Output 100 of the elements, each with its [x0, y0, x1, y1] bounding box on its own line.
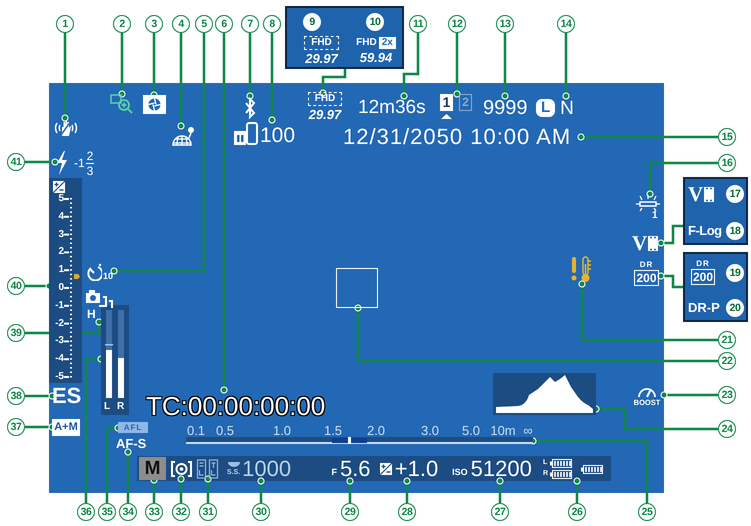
callout-number: 4: [172, 15, 190, 33]
distance-label: 10m: [490, 424, 516, 437]
distance-scale-bar: [186, 437, 533, 444]
log-mode-text: F-Log: [688, 220, 726, 242]
callout-number: 25: [638, 503, 656, 521]
callout-number: 31: [199, 503, 217, 521]
leader-line: [62, 33, 68, 122]
distance-label: 1.5: [324, 424, 342, 437]
callout-number: 12: [448, 15, 466, 33]
af-lock-indicator: AFL: [118, 422, 148, 433]
distance-label: 5.0: [462, 424, 480, 437]
leader-line: [268, 33, 276, 124]
distance-label: 0.5: [216, 424, 234, 437]
leader-line: [578, 134, 718, 140]
callout-number: 18: [726, 222, 744, 240]
leader-line: [496, 478, 504, 503]
histogram-drawing: [493, 373, 596, 415]
callout-number: 2: [113, 15, 131, 33]
callout-number: 34: [119, 503, 137, 521]
distance-label: 0.1: [186, 424, 206, 437]
metering-icon: [170, 459, 193, 479]
channel-text: L: [104, 402, 110, 412]
film-simulation-letter: V: [632, 232, 648, 254]
leader-line: [502, 33, 508, 100]
card-slot-number: 2: [459, 94, 472, 111]
callout-number: 13: [496, 15, 514, 33]
callout-number: 16: [718, 154, 736, 172]
callout-number: 38: [7, 387, 25, 405]
leader-line: [530, 438, 648, 503]
leader-line: [118, 33, 126, 98]
card-slot-number: 1: [440, 94, 453, 111]
leader-line: [220, 33, 228, 394]
callout-number: 8: [263, 15, 281, 33]
distance-label: ∞: [523, 424, 533, 437]
callout-number: 26: [568, 503, 586, 521]
leader-line: [204, 476, 212, 503]
distance-label: 2.0: [366, 424, 386, 437]
callout-number: 17: [726, 185, 744, 203]
scale-number: 5: [58, 194, 64, 204]
leader-line: [346, 478, 354, 503]
audio-level-panel: [101, 305, 129, 415]
aperture-value: 5.6: [340, 458, 371, 480]
leader-line: [124, 448, 132, 503]
leader-line: [562, 33, 570, 100]
shots-remaining-text: 9999: [483, 96, 533, 120]
magnifier-icon: [110, 94, 134, 114]
leader-line: [178, 33, 184, 130]
lock-mode-icon: [196, 459, 220, 479]
leader-line: [660, 392, 718, 398]
leader-line: [578, 280, 718, 342]
callout-number: 24: [718, 420, 736, 438]
leader-line: [354, 304, 718, 362]
callout-number: 28: [398, 503, 416, 521]
scale-number: 4: [58, 212, 64, 222]
focus-frame: [336, 268, 378, 308]
scale-number: 1: [58, 265, 64, 276]
leader-line: [404, 478, 410, 503]
shooting-mode-indicator: M: [139, 457, 166, 480]
exposure-scale-panel: [49, 178, 82, 383]
exposure-value: +1.0: [394, 458, 438, 480]
callout-number: 19: [726, 264, 744, 282]
callout-number: 41: [7, 153, 25, 171]
dynamic-range-value: 200: [634, 270, 659, 286]
globe-icon: [171, 126, 195, 146]
leader-line: [258, 478, 264, 503]
inset-panel: [683, 177, 748, 245]
leader-line: [658, 272, 683, 288]
iso-value: 51200: [470, 458, 532, 480]
flash-compensation-text: -1: [74, 157, 85, 169]
bluetooth-icon: [243, 96, 257, 120]
image-size-badge: L: [536, 99, 556, 117]
callout-number: 40: [7, 277, 25, 295]
callout-number: 6: [215, 15, 233, 33]
leader-line: [400, 33, 420, 100]
callout-number: 30: [252, 503, 270, 521]
image-quality-text: N: [560, 98, 574, 118]
leader-line: [658, 224, 683, 246]
film-simulation-letter: V: [688, 184, 704, 204]
scale-number: -1: [55, 300, 64, 311]
leader-line: [246, 33, 254, 100]
shutter-type-text: ES: [52, 384, 84, 408]
callout-number: 1: [56, 15, 74, 33]
fraction-numerator: 2: [86, 150, 94, 164]
callout-number: 10: [366, 13, 384, 31]
callout-number: 35: [98, 503, 116, 521]
leader-line: [25, 392, 56, 400]
frame-rate-text: 29.97: [305, 52, 338, 64]
format-badge: FHD: [304, 36, 339, 50]
scale-number: 2: [58, 247, 64, 258]
screen-display: [49, 83, 664, 493]
date-time-text: 12/31/2050 10:00 AM: [343, 125, 581, 149]
dynamic-range-value: 200: [690, 268, 716, 284]
leader-line: [110, 33, 206, 274]
callout-number: 3: [145, 15, 163, 33]
scale-number: 0: [58, 283, 64, 293]
callout-number: 37: [7, 418, 25, 436]
frame-rate-text: 29.97: [308, 108, 342, 120]
distance-label: 3.0: [420, 424, 440, 437]
scale-number: -4: [55, 354, 64, 364]
callout-number: 14: [557, 15, 575, 33]
